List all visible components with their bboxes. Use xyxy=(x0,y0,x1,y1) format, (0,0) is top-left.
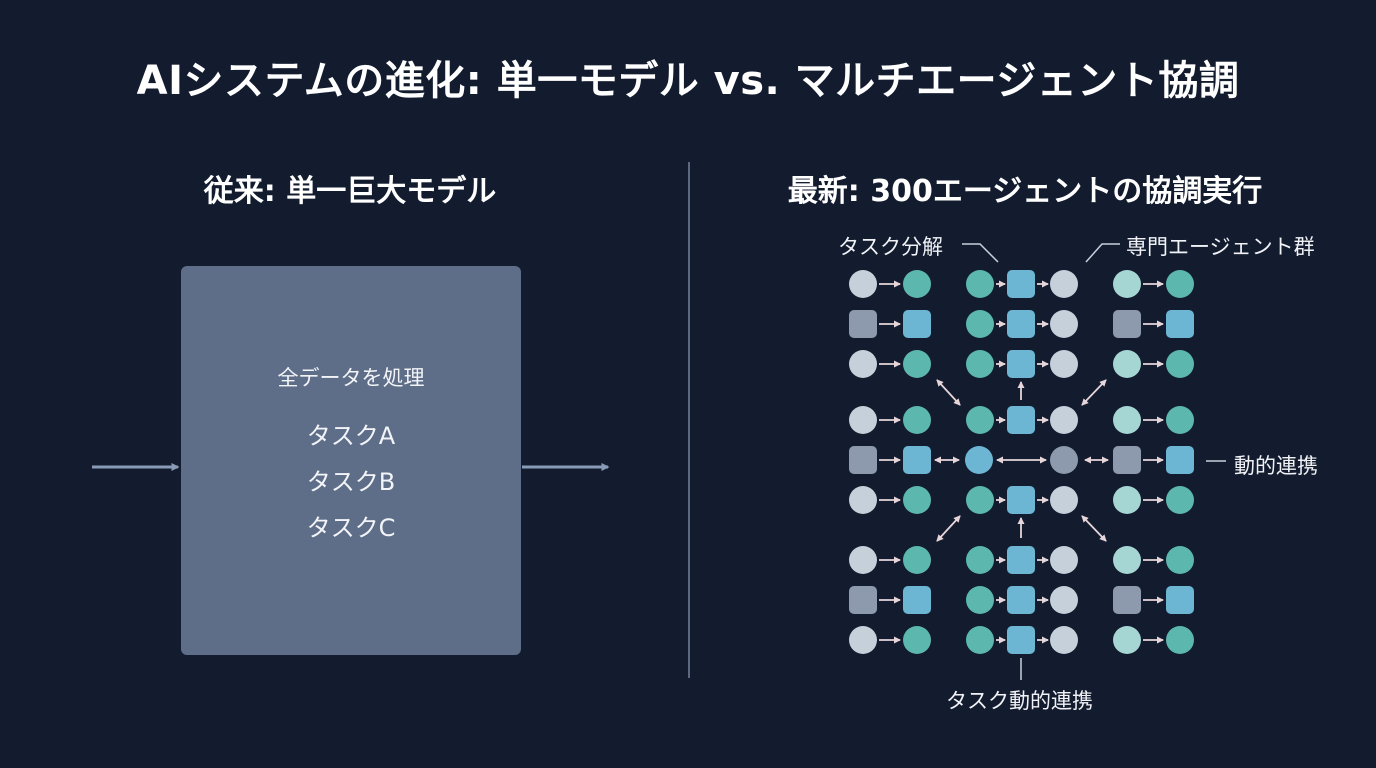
agent-circle-icon xyxy=(966,486,994,514)
diagonal-link-arrow-icon xyxy=(936,379,961,406)
agent-circle-icon xyxy=(849,406,877,434)
panel-divider xyxy=(688,162,690,678)
coordinator-square-icon xyxy=(1007,546,1035,574)
agent-circle-icon xyxy=(1050,310,1078,338)
agent-circle-icon xyxy=(1113,486,1141,514)
agent-circle-icon xyxy=(1166,546,1194,574)
agent-square-icon xyxy=(849,586,877,614)
agent-circle-icon xyxy=(849,486,877,514)
agent-circle-icon xyxy=(966,406,994,434)
agent-circle-icon xyxy=(849,546,877,574)
agent-circle-icon xyxy=(903,626,931,654)
agent-square-icon xyxy=(1166,586,1194,614)
agent-circle-icon xyxy=(966,586,994,614)
specialist-leader-line xyxy=(1085,243,1120,263)
agent-square-icon xyxy=(849,310,877,338)
agent-circle-icon xyxy=(1050,270,1078,298)
diagonal-link-arrow-icon xyxy=(1081,379,1107,406)
agent-circle-icon xyxy=(966,626,994,654)
agent-square-icon xyxy=(1113,586,1141,614)
main-title: AIシステムの進化: 単一モデル vs. マルチエージェント協調 xyxy=(136,58,1240,104)
coordinator-square-icon xyxy=(1007,586,1035,614)
agent-square-icon xyxy=(903,310,931,338)
diagonal-link-arrow-icon xyxy=(936,515,961,542)
agent-circle-icon xyxy=(1050,486,1078,514)
agent-circle-icon xyxy=(1113,270,1141,298)
agent-circle-icon xyxy=(966,546,994,574)
hub-agent-icon xyxy=(965,446,993,474)
coordinator-square-icon xyxy=(1007,626,1035,654)
right-heading: 最新: 300エージェントの協調実行 xyxy=(787,174,1263,209)
label-task-decompose: タスク分解 xyxy=(838,235,943,259)
agent-circle-icon xyxy=(966,350,994,378)
task-b-label: タスクB xyxy=(306,468,396,496)
left-heading: 従来: 単一巨大モデル xyxy=(203,174,497,209)
agent-circle-icon xyxy=(1113,626,1141,654)
agent-circle-icon xyxy=(1166,270,1194,298)
agent-circle-icon xyxy=(1166,486,1194,514)
agent-circle-icon xyxy=(903,486,931,514)
agent-circle-icon xyxy=(1113,546,1141,574)
diagonal-link-arrow-icon xyxy=(1081,515,1107,542)
agent-circle-icon xyxy=(1050,586,1078,614)
task-c-label: タスクC xyxy=(306,514,396,542)
agent-circle-icon xyxy=(903,270,931,298)
agent-circle-icon xyxy=(1166,350,1194,378)
agent-circle-icon xyxy=(1050,350,1078,378)
agent-square-icon xyxy=(1166,446,1194,474)
coordinator-square-icon xyxy=(1007,486,1035,514)
agent-square-icon xyxy=(903,586,931,614)
agent-circle-icon xyxy=(966,310,994,338)
hub-agent-icon xyxy=(1050,446,1078,474)
agent-circle-icon xyxy=(849,270,877,298)
decompose-leader-line xyxy=(962,243,999,263)
agent-square-icon xyxy=(1166,310,1194,338)
agent-circle-icon xyxy=(849,626,877,654)
agent-circle-icon xyxy=(849,350,877,378)
agent-square-icon xyxy=(903,446,931,474)
box-heading: 全データを処理 xyxy=(277,366,425,390)
coordinator-square-icon xyxy=(1007,350,1035,378)
coordinator-square-icon xyxy=(1007,310,1035,338)
agent-circle-icon xyxy=(1166,626,1194,654)
agent-circle-icon xyxy=(1050,546,1078,574)
label-dynamic-link: 動的連携 xyxy=(1234,454,1318,478)
agent-circle-icon xyxy=(903,546,931,574)
coordinator-square-icon xyxy=(1007,406,1035,434)
single-model-box: 全データを処理 タスクA タスクB タスクC xyxy=(181,266,521,655)
label-specialist-agents: 専門エージェント群 xyxy=(1126,235,1315,259)
task-a-label: タスクA xyxy=(306,422,396,450)
agent-circle-icon xyxy=(966,270,994,298)
agent-square-icon xyxy=(1113,310,1141,338)
agent-circle-icon xyxy=(1050,406,1078,434)
agent-circle-icon xyxy=(1113,350,1141,378)
agent-circle-icon xyxy=(1050,626,1078,654)
agent-circle-icon xyxy=(1113,406,1141,434)
coordinator-square-icon xyxy=(1007,270,1035,298)
label-task-dynamic-link: タスク動的連携 xyxy=(946,689,1093,713)
agent-circle-icon xyxy=(903,350,931,378)
agent-square-icon xyxy=(1113,446,1141,474)
agent-circle-icon xyxy=(1166,406,1194,434)
agent-grid xyxy=(849,270,1194,654)
agent-square-icon xyxy=(849,446,877,474)
agent-circle-icon xyxy=(903,406,931,434)
